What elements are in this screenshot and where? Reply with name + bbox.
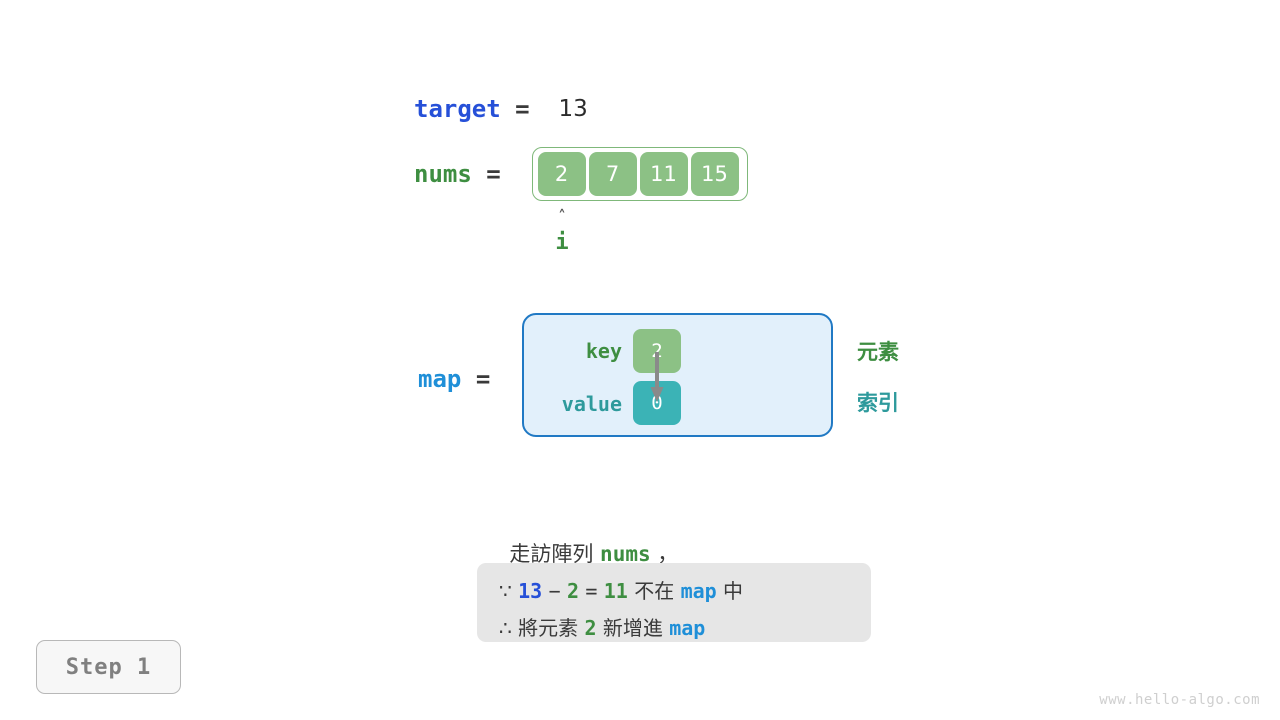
because-symbol: ∵ bbox=[499, 579, 512, 603]
note-line2-map: map bbox=[669, 616, 706, 640]
caption-code-nums: nums bbox=[600, 542, 651, 567]
array-cell: 15 bbox=[690, 152, 739, 196]
target-assignment: target = 13 bbox=[414, 92, 588, 126]
nums-assignment: nums = bbox=[414, 157, 501, 191]
note-line2-text1: 將元素 bbox=[511, 616, 585, 640]
note-minus-sign: − bbox=[548, 579, 561, 603]
note-current-value: 2 bbox=[566, 579, 579, 603]
array-cell: 2 bbox=[537, 152, 586, 196]
map-assignment: map = bbox=[418, 362, 490, 396]
target-variable-label: target bbox=[414, 95, 501, 123]
key-to-value-arrow-icon bbox=[650, 352, 664, 402]
note-target-value: 13 bbox=[518, 579, 543, 603]
explanation-line-2: ∴ 將元素 2 新增進 map bbox=[499, 610, 849, 647]
therefore-symbol: ∴ bbox=[499, 616, 512, 640]
nums-variable-label: nums bbox=[414, 160, 472, 188]
pointer-index-label: i bbox=[555, 230, 569, 255]
note-equals-sign: = bbox=[585, 579, 598, 603]
target-equals-sign: = bbox=[515, 95, 530, 123]
note-line2-number: 2 bbox=[584, 616, 597, 640]
explanation-box: ∵ 13 − 2 = 11 不在 map 中 ∴ 將元素 2 新增進 map bbox=[477, 563, 871, 642]
map-value-row-label: value bbox=[561, 392, 622, 416]
note-line1-map: map bbox=[680, 579, 717, 603]
map-key-row-label: key bbox=[585, 339, 622, 363]
map-element-side-label: 元素 bbox=[857, 340, 899, 364]
step-badge: Step 1 bbox=[36, 640, 181, 694]
array-cell: 7 bbox=[588, 152, 637, 196]
caption-suffix: ， bbox=[650, 542, 679, 567]
note-line1-tail: 中 bbox=[716, 579, 744, 603]
target-value: 13 bbox=[558, 96, 588, 122]
map-equals-sign: = bbox=[475, 365, 491, 393]
map-variable-label: map bbox=[418, 365, 462, 393]
caption-prefix: 走訪陣列 bbox=[509, 542, 601, 567]
note-line1-mid: 不在 bbox=[627, 579, 681, 603]
map-index-side-label: 索引 bbox=[857, 391, 899, 415]
pointer-caret-icon: ˄ bbox=[558, 207, 566, 225]
note-complement-value: 11 bbox=[603, 579, 628, 603]
nums-equals-sign: = bbox=[486, 160, 501, 188]
nums-array-container: 2 7 11 15 bbox=[532, 147, 748, 201]
watermark: www.hello-algo.com bbox=[1099, 692, 1260, 708]
explanation-line-1: ∵ 13 − 2 = 11 不在 map 中 bbox=[499, 573, 849, 610]
array-cell: 11 bbox=[639, 152, 688, 196]
note-line2-text2: 新增進 bbox=[596, 616, 670, 640]
caption-text: 走訪陣列 nums ， bbox=[496, 514, 678, 569]
